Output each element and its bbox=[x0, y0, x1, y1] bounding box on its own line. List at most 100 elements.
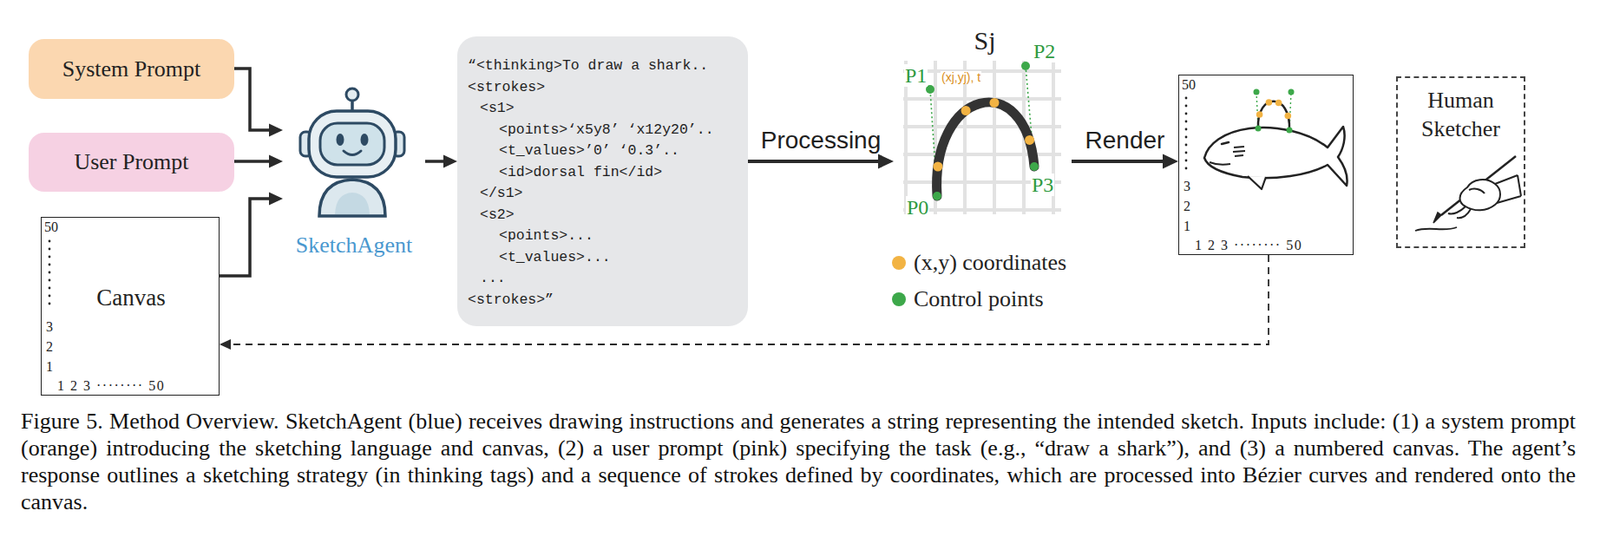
grid-line bbox=[992, 60, 997, 215]
sample-point bbox=[1275, 99, 1283, 107]
rendered-canvas: 503211 2 3 ········ 50 bbox=[1178, 74, 1354, 256]
agent-node: SketchAgent bbox=[282, 82, 426, 267]
code-box: “<thinking>To draw a shark..<strokes><s1… bbox=[457, 36, 748, 327]
code-line: <id>dorsal fin</id> bbox=[498, 162, 663, 184]
axis-dots bbox=[48, 97, 1188, 306]
control-point-label: P1 bbox=[904, 64, 928, 87]
canvas-box: 50Canvas3211 2 3 ········ 50 bbox=[40, 216, 220, 396]
axis-dot bbox=[48, 279, 52, 282]
bezier-curve bbox=[937, 102, 1035, 197]
axis-dot bbox=[1185, 136, 1188, 139]
node-label: SketchAgent bbox=[295, 231, 413, 259]
connector-line bbox=[234, 159, 275, 164]
connector-arrow bbox=[1071, 154, 1179, 170]
robot-eye bbox=[336, 133, 345, 146]
arrowhead bbox=[268, 155, 283, 169]
code-line: <strokes>” bbox=[467, 289, 554, 312]
code-line: </s1> bbox=[479, 183, 524, 205]
edge-label: Processing bbox=[760, 126, 882, 155]
control-point bbox=[1288, 89, 1295, 96]
axis-label: 1 bbox=[45, 358, 53, 375]
bezier-illustration bbox=[903, 60, 1062, 215]
legend-row: (x,y) coordinates bbox=[891, 249, 1067, 276]
axis-label: 3 bbox=[1183, 177, 1191, 195]
axis-dot bbox=[48, 263, 52, 267]
edge-label: Render bbox=[1085, 126, 1166, 155]
axis-dot bbox=[1185, 128, 1188, 132]
control-point bbox=[1029, 162, 1039, 171]
connectors bbox=[219, 68, 1269, 350]
connector-line bbox=[226, 255, 1269, 345]
sample-point bbox=[990, 98, 1000, 108]
sample-point bbox=[1285, 112, 1292, 120]
connector-arrow bbox=[234, 155, 283, 169]
axis-dot bbox=[1185, 112, 1188, 116]
legend-swatch bbox=[891, 255, 906, 270]
arrowhead bbox=[1162, 154, 1179, 170]
control-point bbox=[932, 191, 942, 201]
connector-arrow bbox=[425, 155, 458, 169]
arrowhead bbox=[268, 124, 283, 138]
fingers bbox=[1448, 189, 1485, 219]
bezier-stroke: Sj bbox=[893, 26, 1072, 219]
control-point bbox=[925, 85, 935, 94]
shark-eye bbox=[1221, 142, 1229, 145]
hand-icon bbox=[1415, 156, 1522, 231]
grid-line bbox=[903, 208, 1062, 212]
axis-dot bbox=[48, 248, 52, 251]
prompt-box: User Prompt bbox=[28, 132, 235, 192]
legend-label: Control points bbox=[913, 286, 1044, 313]
axis-label: 2 bbox=[1183, 197, 1191, 215]
connector-arrow bbox=[747, 154, 894, 170]
code-line: <s2> bbox=[479, 204, 515, 227]
axis-dot bbox=[1185, 151, 1188, 155]
axis-dot bbox=[48, 287, 52, 290]
axis-label: 3 bbox=[45, 318, 53, 335]
connector-arrow bbox=[234, 68, 283, 138]
connector-arrow bbox=[219, 192, 283, 277]
grid-line bbox=[903, 180, 1062, 184]
axis-dot bbox=[1185, 167, 1188, 171]
sample-point bbox=[961, 105, 971, 116]
arrowhead bbox=[443, 155, 458, 169]
grid-line bbox=[903, 69, 1062, 73]
control-point bbox=[1255, 125, 1262, 132]
robot-face bbox=[320, 123, 385, 165]
grid-line bbox=[904, 60, 908, 215]
code-line: “<thinking>To draw a shark.. bbox=[467, 55, 709, 78]
axis-dot bbox=[48, 240, 52, 243]
shark-pectoral-fin bbox=[1247, 176, 1266, 190]
code-line: ... bbox=[479, 268, 506, 290]
human-sketcher-box: Human Sketcher bbox=[1396, 76, 1526, 249]
code-line: <s1> bbox=[479, 98, 515, 120]
grid bbox=[903, 60, 1062, 215]
arrowhead bbox=[878, 154, 894, 170]
code-line: <t_values>... bbox=[498, 247, 611, 269]
robot-antenna-ball bbox=[346, 88, 359, 101]
robot-body bbox=[319, 179, 386, 217]
axis-label: 50 bbox=[44, 218, 59, 236]
axis-label: 2 bbox=[45, 338, 53, 355]
node-label: System Prompt bbox=[62, 56, 202, 83]
legend-row: Control points bbox=[891, 286, 1044, 313]
sleeve bbox=[1495, 175, 1522, 204]
grid-line bbox=[903, 124, 1062, 129]
shark-sketch bbox=[1204, 89, 1348, 191]
legend-swatch bbox=[891, 292, 906, 307]
connector-line bbox=[747, 159, 885, 164]
grid-line bbox=[963, 60, 967, 215]
node-label: Sj bbox=[973, 26, 996, 57]
prompt-box: System Prompt bbox=[28, 39, 235, 99]
code-line: <t_values>’0’ ‘0.3’.. bbox=[498, 140, 680, 163]
axis-label: 50 bbox=[1181, 76, 1196, 93]
shark-gills bbox=[1232, 146, 1246, 157]
arrowhead bbox=[268, 192, 283, 206]
axis-label: 1 2 3 ········ 50 bbox=[57, 377, 165, 394]
axis-dot bbox=[1185, 120, 1188, 124]
node-label: User Prompt bbox=[73, 149, 189, 176]
robot-smile bbox=[343, 150, 361, 156]
control-point bbox=[1021, 61, 1030, 71]
axis-dot bbox=[48, 271, 52, 275]
shark-mouth bbox=[1209, 162, 1231, 165]
